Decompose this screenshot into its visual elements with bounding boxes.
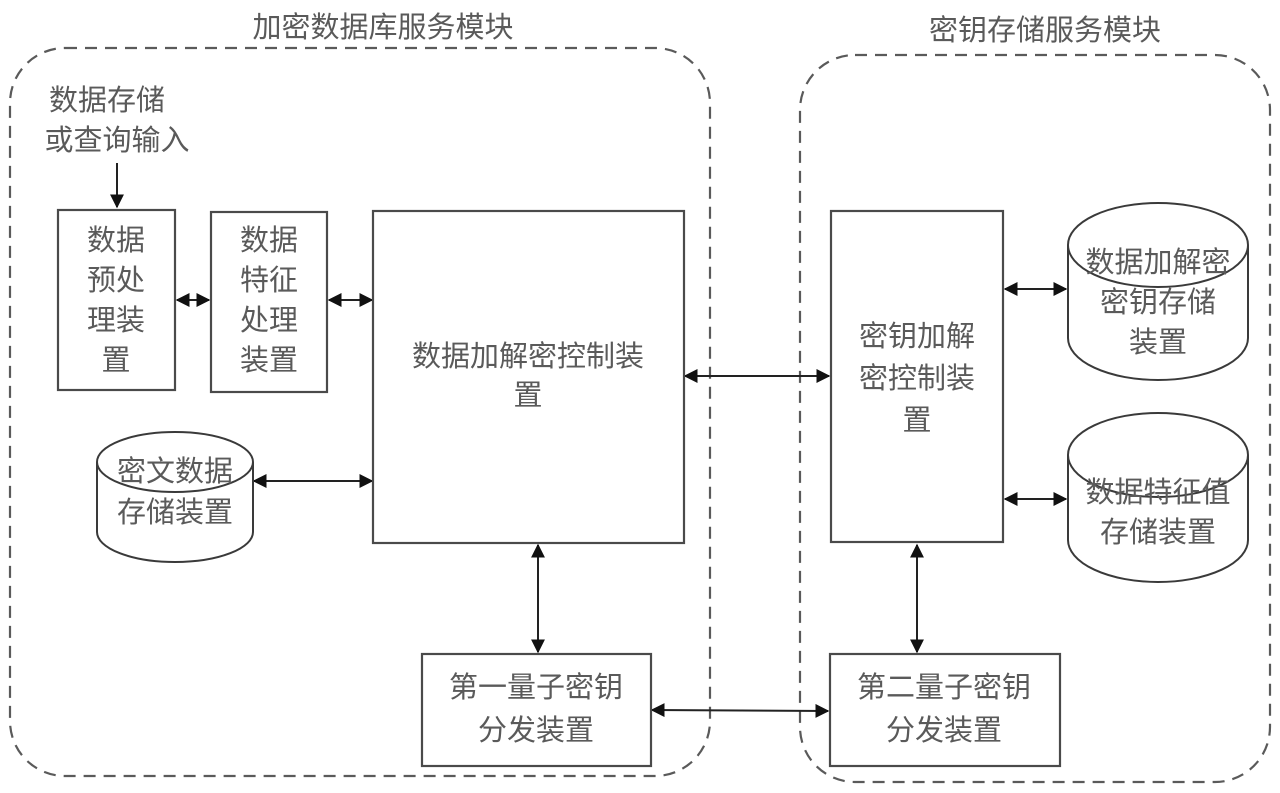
data-crypto-ctrl-label-2: 置 [513,378,542,412]
qkd-second-label-1: 第二量子密钥 [857,670,1031,704]
module-encrypted-db: 加密数据库服务模块 [8,10,712,778]
qkd-first-box[interactable] [420,652,653,768]
module-encrypted-db-title: 加密数据库服务模块 [252,10,513,44]
edges [110,163,1068,718]
node-ciphertext-store[interactable]: 密文数据 存储装置 [96,431,254,563]
node-feature-process[interactable]: 数据 特征 处理 装置 [209,210,329,394]
input-label-line-2: 或查询输入 [44,123,189,157]
node-qkd-second[interactable]: 第二量子密钥 分发装置 [828,652,1062,768]
feature-process-label-4: 装置 [240,343,298,377]
node-qkd-first[interactable]: 第一量子密钥 分发装置 [420,652,653,768]
ciphertext-store-label-2: 存储装置 [117,495,233,529]
data-crypto-ctrl-label-1: 数据加解密控制装 [412,339,644,373]
data-key-store-label-1: 数据加解密 [1085,245,1230,279]
node-key-crypto-ctrl[interactable]: 密钥加解 密控制装 置 [829,209,1005,544]
feature-process-label-3: 处理 [240,303,298,337]
data-key-store-label-3: 装置 [1129,325,1187,359]
preprocess-label-2: 预处 [87,263,145,297]
data-key-store-top [1067,202,1249,288]
data-crypto-ctrl-box[interactable] [371,209,686,545]
preprocess-label-4: 置 [101,343,130,377]
preprocess-label-3: 理装 [87,303,145,337]
feature-process-label-2: 特征 [240,263,298,297]
input-label-line-1: 数据存储 [49,83,165,117]
preprocess-box[interactable] [56,208,177,392]
node-preprocess[interactable]: 数据 预处 理装 置 [56,208,177,392]
edge-qkd1-qkd2 [650,703,830,718]
module-key-storage-border [798,53,1272,784]
qkd-first-label-2: 分发装置 [478,713,594,747]
ciphertext-store-label-1: 密文数据 [117,454,233,488]
key-crypto-ctrl-label-3: 置 [902,403,931,437]
node-data-key-store[interactable]: 数据加解密 密钥存储 装置 [1067,202,1249,381]
node-feature-value-store[interactable]: 数据特征值 存储装置 [1067,412,1249,583]
key-crypto-ctrl-label-1: 密钥加解 [859,319,975,353]
feature-process-label-1: 数据 [240,223,298,257]
qkd-second-label-2: 分发装置 [886,713,1002,747]
preprocess-label-1: 数据 [87,223,145,257]
module-key-storage-title: 密钥存储服务模块 [929,13,1161,47]
input-label: 数据存储 或查询输入 [44,83,189,157]
module-key-storage: 密钥存储服务模块 [798,13,1272,784]
key-crypto-ctrl-label-2: 密控制装 [859,361,975,395]
qkd-second-box[interactable] [828,652,1062,768]
data-key-store-label-2: 密钥存储 [1100,285,1216,319]
node-data-crypto-ctrl[interactable]: 数据加解密控制装 置 [371,209,686,545]
feature-process-box[interactable] [209,210,329,394]
feature-value-store-label-2: 存储装置 [1100,515,1216,549]
qkd-first-label-1: 第一量子密钥 [449,670,623,704]
ciphertext-store-top [96,431,254,493]
feature-value-store-top [1067,412,1249,498]
module-encrypted-db-border [8,46,712,778]
feature-value-store-label-1: 数据特征值 [1085,475,1230,509]
key-crypto-ctrl-box[interactable] [829,209,1005,544]
